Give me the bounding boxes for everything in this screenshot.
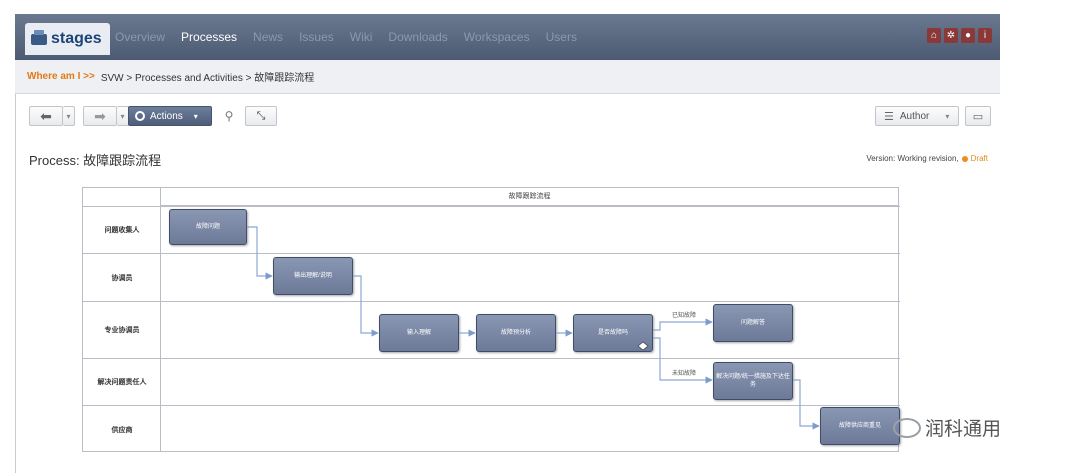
chevron-down-icon: ▾ (66, 111, 71, 121)
actions-button[interactable]: Actions ▾ (128, 106, 212, 126)
comment-button[interactable]: ▭ (965, 106, 991, 126)
actions-label: Actions (150, 110, 183, 122)
stages-logo-icon (31, 29, 47, 45)
lane-header-column (83, 188, 161, 451)
top-nav-bar: stages Overview Processes News Issues Wi… (15, 14, 1000, 60)
forward-button[interactable]: ➡ (83, 106, 117, 126)
edge-label: 已知故障 (672, 313, 697, 319)
fullscreen-button[interactable]: ⤡ (245, 106, 277, 126)
back-arrow-icon: ⬅ (40, 107, 52, 124)
link-button[interactable]: ⚲ (217, 106, 241, 126)
lane-label: 协调员 (111, 274, 133, 282)
breadcrumb-lead: Where am I >> (27, 71, 95, 82)
watermark: 润科通用 (893, 414, 1001, 441)
swimlane-diagram: 故障跟踪流程 问题收集人 协调员 专业协调员 解决问题责任人 供应商 (82, 187, 900, 453)
author-select[interactable]: ☰ Author ▾ (875, 106, 959, 126)
nav-overview[interactable]: Overview (115, 30, 166, 44)
back-dropdown[interactable]: ▾ (63, 106, 75, 126)
logo-text: stages (51, 30, 102, 47)
nav-news[interactable]: News (253, 30, 284, 44)
nav-users[interactable]: Users (545, 30, 577, 44)
stages-logo[interactable]: stages (25, 23, 110, 55)
lane-label: 供应商 (111, 426, 133, 434)
task-node[interactable]: 解决问题/统一措施及下达任务 (713, 362, 793, 400)
expand-icon: ⤡ (256, 109, 266, 122)
status-dot-icon (961, 155, 968, 162)
diagram-title: 故障跟踪流程 (161, 188, 898, 206)
author-label: Author (899, 110, 930, 122)
lane: 解决问题责任人 (83, 358, 900, 405)
edge-label: 未知故障 (672, 371, 697, 377)
task-node[interactable]: 问题解答 (713, 304, 793, 342)
task-node[interactable]: 输出理解/说明 (273, 257, 353, 295)
toolbar: ⬅ ▾ ➡ ▾ Actions ▾ ⚲ ⤡ ☰ Author ▾ ▭ (15, 94, 1000, 140)
watermark-text: 润科通用 (925, 419, 1002, 440)
status-badge: Draft (970, 154, 988, 163)
task-node[interactable]: 输入理解 (379, 314, 459, 352)
gear-icon (135, 111, 145, 121)
version-text: Version: Working revision, (866, 154, 959, 163)
home-icon[interactable]: ⌂ (927, 28, 941, 43)
breadcrumb-path[interactable]: SVW > Processes and Activities > 故障跟踪流程 (100, 73, 315, 84)
page-title: Process: 故障跟踪流程 (29, 153, 162, 168)
task-node[interactable]: 故障问题 (169, 209, 247, 245)
eye-icon[interactable]: ● (961, 28, 975, 43)
nav-issues[interactable]: Issues (299, 30, 334, 44)
lane: 协调员 (83, 253, 900, 301)
chevron-down-icon: ▾ (120, 111, 125, 121)
chevron-down-icon: ▾ (193, 111, 198, 121)
chevron-down-icon: ▾ (945, 111, 950, 121)
main-nav: Overview Processes News Issues Wiki Down… (115, 14, 577, 60)
lane-label: 问题收集人 (104, 227, 140, 234)
gear-icon[interactable]: ✲ (944, 28, 958, 43)
task-node[interactable]: 是否故障吗 (573, 314, 653, 352)
lane: 问题收集人 (83, 206, 900, 253)
nav-workspaces[interactable]: Workspaces (463, 30, 530, 44)
nav-downloads[interactable]: Downloads (388, 30, 448, 44)
task-node[interactable]: 故障供应商重见 (820, 407, 900, 445)
task-node[interactable]: 故障预分析 (476, 314, 556, 352)
lane: 专业协调员 (83, 301, 900, 358)
nav-wiki[interactable]: Wiki (349, 30, 373, 44)
lane-label: 专业协调员 (104, 327, 140, 334)
lane-label: 解决问题责任人 (97, 379, 147, 386)
back-button[interactable]: ⬅ (29, 106, 63, 126)
comment-icon: ▭ (972, 110, 984, 123)
wechat-icon (893, 417, 921, 438)
version-info: Version: Working revision, Draft (866, 154, 988, 163)
link-icon: ⚲ (224, 109, 234, 123)
lane: 供应商 (83, 405, 900, 453)
nav-processes[interactable]: Processes (181, 30, 238, 44)
info-icon[interactable]: i (978, 28, 992, 43)
list-icon: ☰ (884, 110, 894, 123)
breadcrumb: Where am I >> SVW > Processes and Activi… (15, 60, 1000, 94)
forward-arrow-icon: ➡ (94, 107, 106, 124)
top-icon-group: ⌂ ✲ ● i (927, 28, 992, 43)
app-frame (15, 14, 1000, 473)
